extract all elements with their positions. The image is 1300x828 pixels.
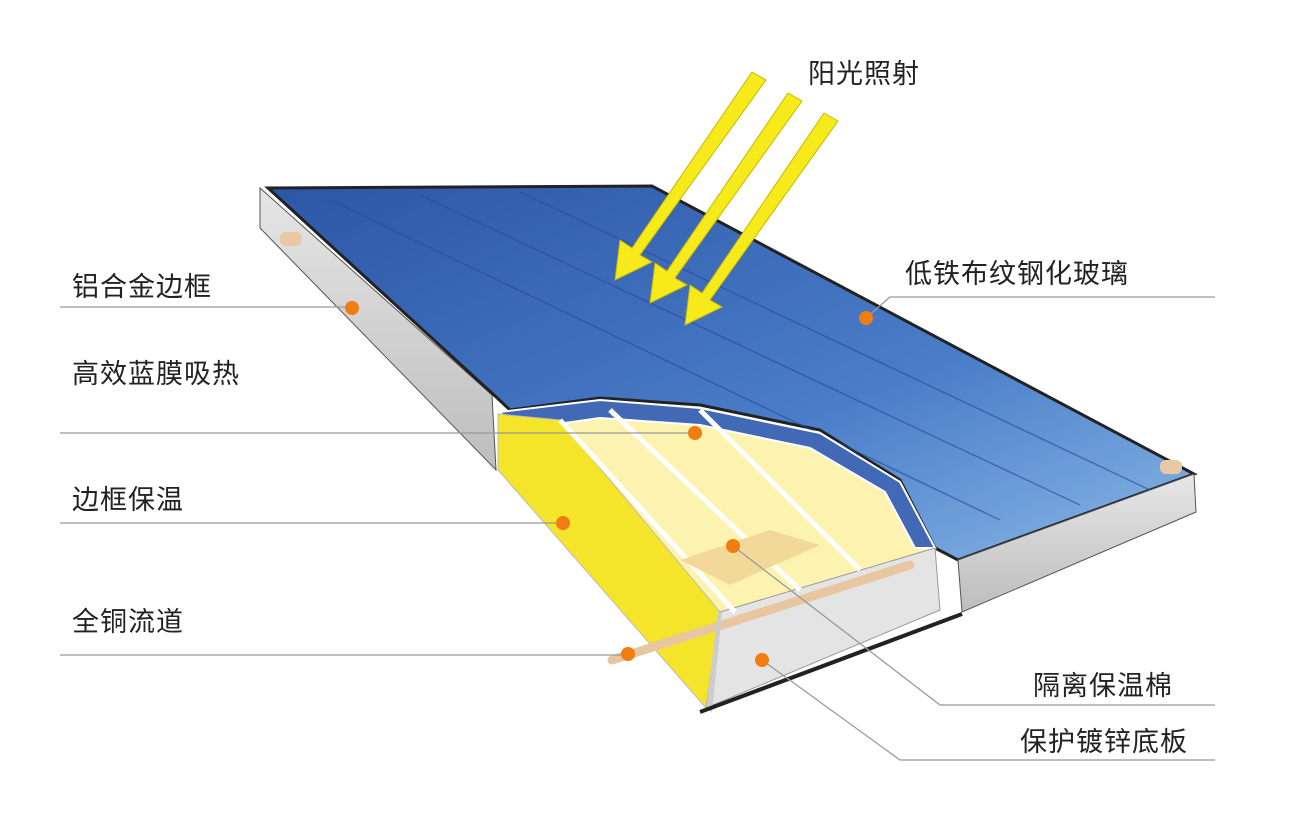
marker-insulation-cotton [726,539,740,553]
glass-top-surface [264,184,1198,562]
absorber-label: 高效蓝膜吸热 [72,359,240,390]
glass-label: 低铁布纹钢化玻璃 [905,259,1129,290]
frame-right-end [957,473,1197,613]
copper-pipe [607,560,915,665]
marker-frame [345,301,359,315]
sunlight-arrows-icon [614,71,839,326]
pipe-stub-right [1160,460,1182,474]
frame-left-side [259,186,497,472]
marker-copper [621,647,635,661]
leader-lines [60,296,1215,761]
glass-lines [329,191,1151,521]
marker-dots [345,301,873,667]
marker-frame-insulation [556,516,570,530]
sunlight-label: 阳光照射 [808,59,920,90]
frame-insulation-label: 边框保温 [72,485,184,516]
insulation-cotton-label: 隔离保温棉 [1033,671,1173,702]
base-plate-label: 保护镀锌底板 [1020,727,1188,758]
frame-front-wall [706,612,722,712]
marker-absorber [688,426,702,440]
marker-base-plate [755,653,769,667]
copper-channel-label: 全铜流道 [72,607,184,638]
marker-glass [859,311,873,325]
pipe-stub-left [280,232,302,246]
frame-label: 铝合金边框 [72,272,212,303]
absorber-strip [498,398,937,549]
